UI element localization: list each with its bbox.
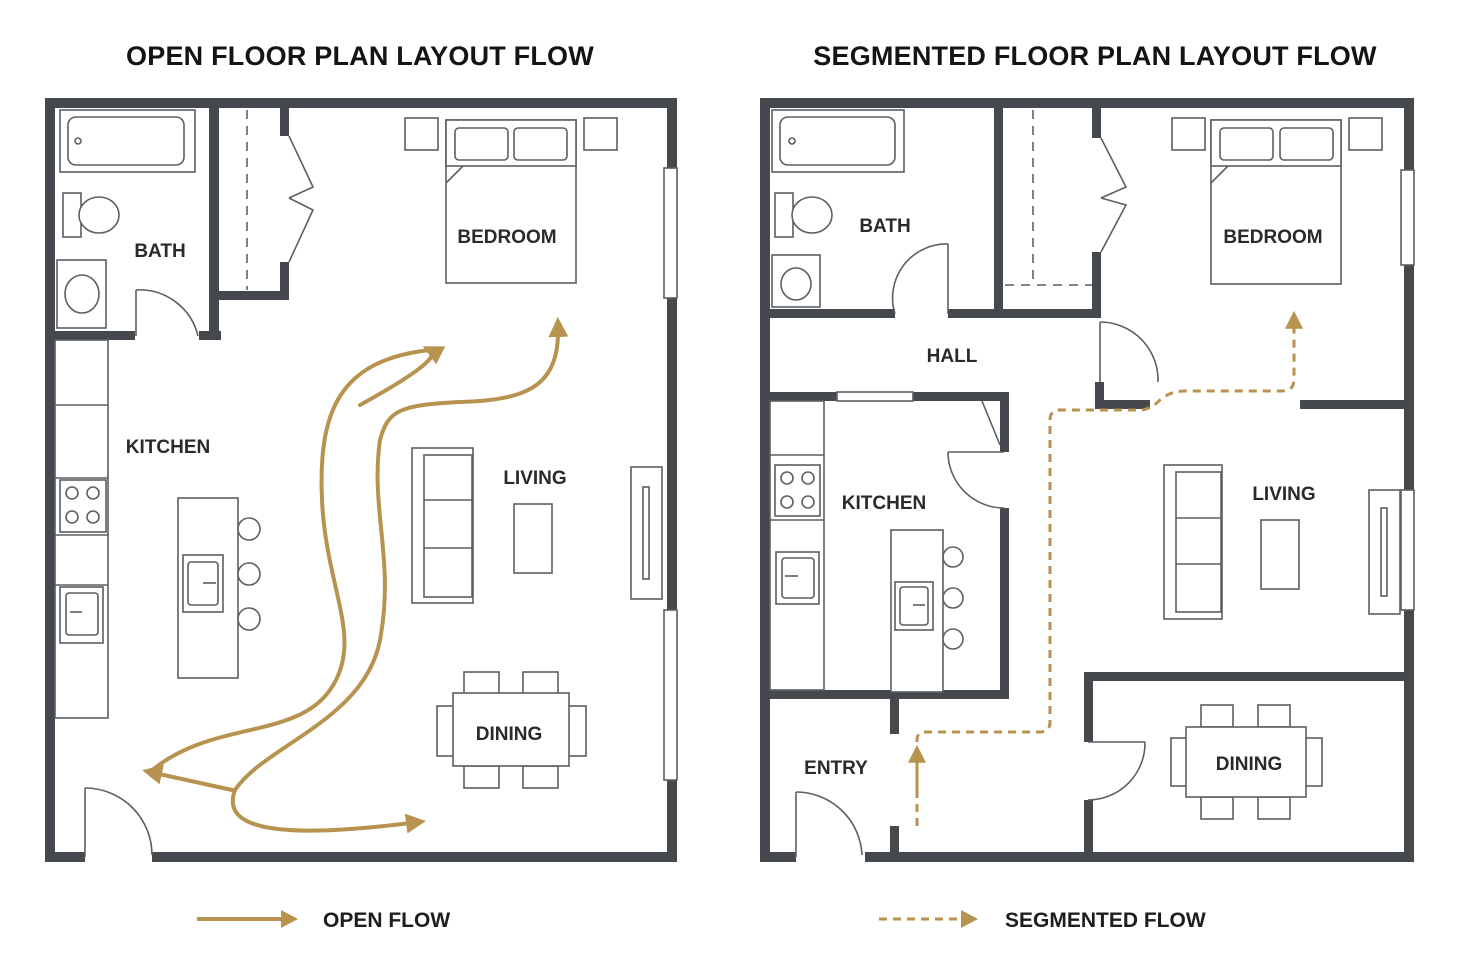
dining-table-icon <box>1170 704 1323 820</box>
legend: OPEN FLOW SEGMENTED FLOW <box>197 909 1206 932</box>
closet-door <box>288 135 315 263</box>
bathtub-icon <box>59 109 196 173</box>
entry-door <box>84 787 153 857</box>
bath-door <box>891 243 949 315</box>
kitchen-sink-icon <box>59 586 104 644</box>
kitchen-island <box>890 529 964 693</box>
open-flow-arrow <box>378 317 569 442</box>
toilet-icon <box>774 192 833 238</box>
closet-door <box>1100 137 1128 253</box>
open-flow-arrow <box>358 346 446 407</box>
bedroom-door <box>1099 321 1159 383</box>
room-label-bedroom: BEDROOM <box>457 227 556 248</box>
sink-icon <box>771 254 821 308</box>
entry-door <box>795 791 863 857</box>
window <box>836 391 914 402</box>
segmented-flow-legend-arrowhead <box>961 910 978 928</box>
coffee-table <box>1260 519 1300 590</box>
room-label-living: LIVING <box>1252 484 1315 505</box>
toilet-icon <box>62 192 120 238</box>
window <box>663 609 678 781</box>
sofa-icon <box>411 447 474 604</box>
open-plan-walls <box>45 98 677 862</box>
open-floor-plan: BATH BEDROOM KITCHEN LIVING DINING <box>45 98 678 862</box>
coffee-table <box>513 503 553 574</box>
open-flow-legend-label: OPEN FLOW <box>323 909 450 932</box>
stove-icon <box>59 479 107 533</box>
kitchen-island <box>177 497 261 679</box>
window <box>663 167 678 299</box>
stove-icon <box>774 464 821 517</box>
room-label-entry: ENTRY <box>804 758 868 779</box>
open-flow-arrow <box>148 348 432 774</box>
bathtub-icon <box>771 109 905 173</box>
room-label-dining: DINING <box>1216 754 1283 775</box>
room-label-living: LIVING <box>503 468 566 489</box>
open-plan-title: OPEN FLOOR PLAN LAYOUT FLOW <box>126 41 594 71</box>
kitchen-sink-icon <box>775 551 820 605</box>
kitchen-counter <box>769 400 825 691</box>
open-flow-arrows <box>142 317 569 834</box>
tv-console <box>630 466 663 600</box>
room-label-bath: BATH <box>134 241 185 262</box>
segmented-flow-legend-label: SEGMENTED FLOW <box>1005 909 1206 932</box>
open-flow-arrow <box>230 438 426 834</box>
window <box>1400 489 1415 611</box>
room-label-kitchen: KITCHEN <box>126 437 210 458</box>
segmented-plan-title: SEGMENTED FLOOR PLAN LAYOUT FLOW <box>813 41 1377 71</box>
segmented-flow-path <box>915 310 1303 826</box>
segmented-floor-plan: BATH BEDROOM HALL KITCHEN LIVING ENTRY D… <box>760 98 1415 862</box>
room-label-bedroom: BEDROOM <box>1223 227 1322 248</box>
room-label-kitchen: KITCHEN <box>842 493 926 514</box>
room-label-hall: HALL <box>927 346 978 367</box>
bath-door <box>135 289 199 337</box>
dining-table-icon <box>436 671 587 789</box>
tv-console <box>1368 489 1401 615</box>
sofa-icon <box>1163 464 1223 620</box>
open-flow-arrow <box>142 764 234 792</box>
bed-icon <box>1171 117 1383 285</box>
dining-door <box>1087 741 1146 801</box>
room-label-bath: BATH <box>859 216 910 237</box>
bed-icon <box>404 117 618 284</box>
kitchen-door <box>947 400 1005 509</box>
sink-icon <box>56 259 107 329</box>
open-flow-legend-arrowhead <box>281 910 298 928</box>
room-label-dining: DINING <box>476 724 543 745</box>
window <box>1400 169 1415 266</box>
